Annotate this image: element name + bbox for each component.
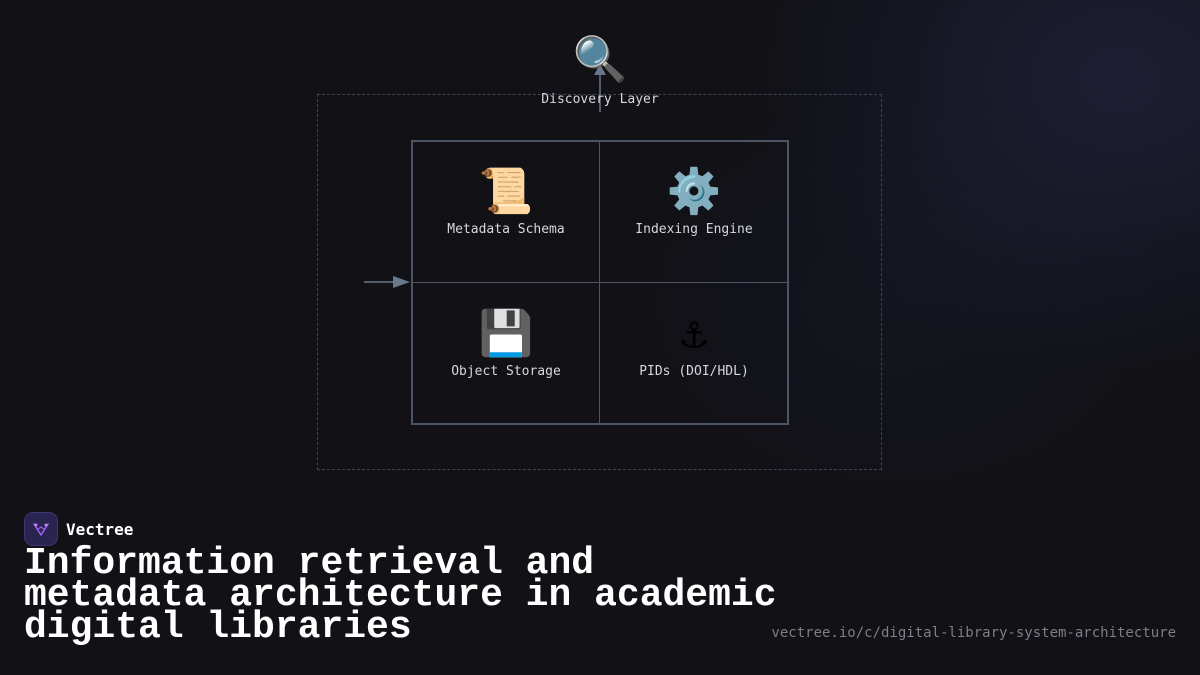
discovery-layer-label: Discovery Layer <box>541 92 659 107</box>
vectree-logo-icon <box>24 512 58 546</box>
horizontal-divider <box>413 282 787 283</box>
component-metadata-schema: 📜 Metadata Schema <box>413 166 599 238</box>
brand-name: Vectree <box>66 519 134 539</box>
component-label: PIDs (DOI/HDL) <box>639 364 749 379</box>
core-components-box <box>411 140 789 425</box>
diagram-connectors <box>364 64 606 288</box>
brand: Vectree <box>24 512 133 546</box>
architecture-diagram: 🔍 Discovery Layer 📜 Metadata Schema ⚙️ I… <box>317 34 882 470</box>
component-label: Metadata Schema <box>447 222 565 237</box>
source-url[interactable]: vectree.io/c/digital-library-system-arch… <box>771 625 1176 641</box>
component-label: Indexing Engine <box>635 222 753 237</box>
input-arrowhead <box>393 276 410 288</box>
anchor-icon: ⚓ <box>680 308 708 359</box>
floppy-disk-icon: 💾 <box>478 308 534 359</box>
component-label: Object Storage <box>451 364 561 379</box>
component-indexing-engine: ⚙️ Indexing Engine <box>601 166 787 238</box>
discovery-arrowhead <box>594 64 606 75</box>
component-pids: ⚓ PIDs (DOI/HDL) <box>601 308 787 380</box>
magnifying-glass-icon: 🔍 <box>572 34 628 85</box>
scroll-icon: 📜 <box>478 166 534 217</box>
component-object-storage: 💾 Object Storage <box>413 308 599 380</box>
gear-icon: ⚙️ <box>666 166 722 217</box>
page-title: Information retrieval and metadata archi… <box>24 542 777 649</box>
